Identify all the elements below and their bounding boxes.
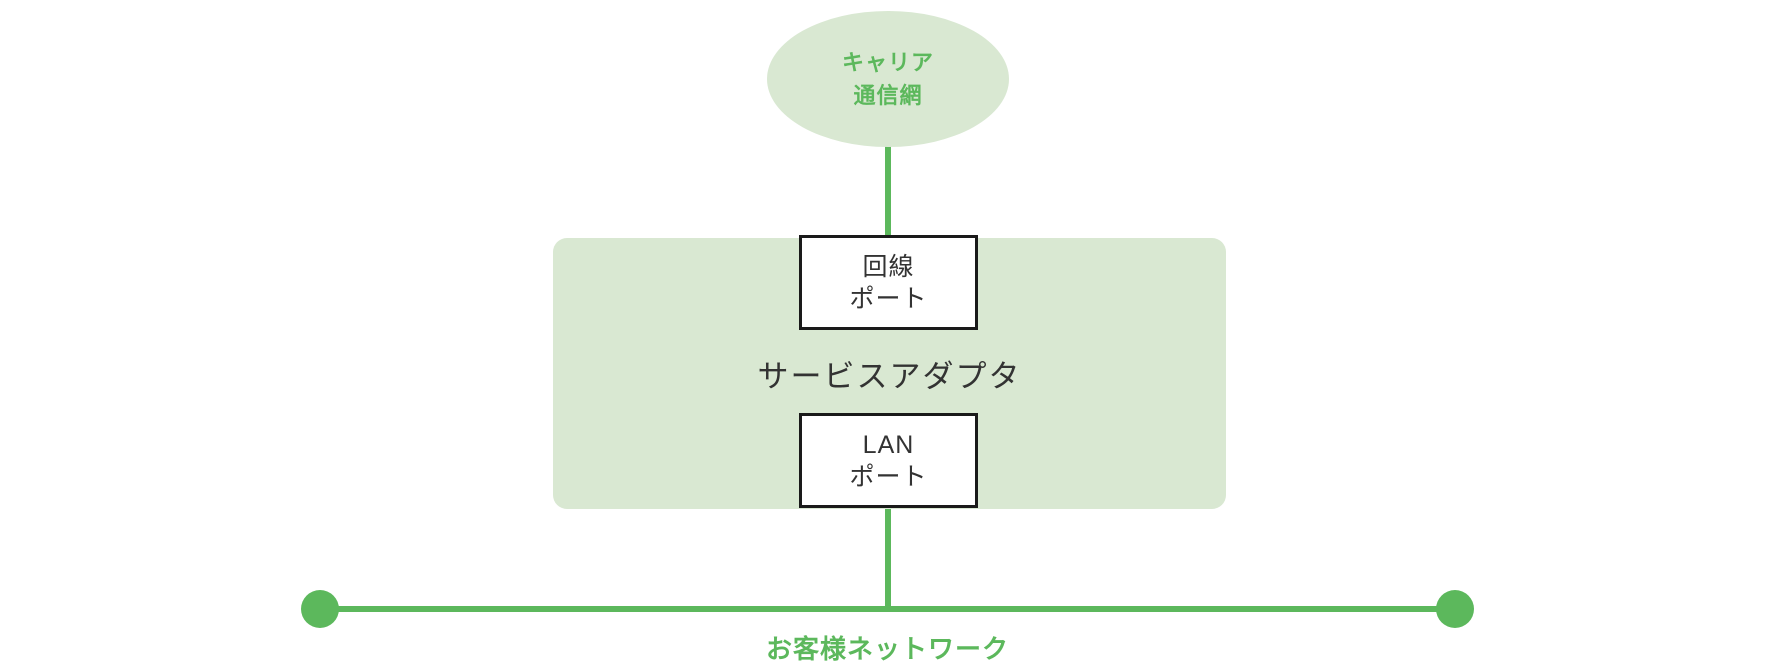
lan-port-label: LAN ポート	[849, 429, 927, 493]
lan-port-label-line1: LAN	[862, 430, 915, 459]
adapter-to-customer-link	[885, 508, 891, 612]
line-port-label-line1: 回線	[862, 252, 915, 281]
lan-port-box: LAN ポート	[799, 413, 978, 508]
customer-network-label: お客様ネットワーク	[765, 634, 1009, 664]
customer-network-line	[320, 606, 1455, 612]
customer-network-endpoint-right	[1436, 590, 1474, 628]
line-port-label: 回線 ポート	[849, 251, 927, 315]
carrier-network-label: キャリア 通信網	[842, 46, 934, 112]
service-adapter-label: サービスアダプタ	[757, 359, 1022, 394]
line-port-box: 回線 ポート	[799, 235, 978, 330]
carrier-network-node: キャリア 通信網	[767, 11, 1009, 147]
carrier-network-label-line2: 通信網	[853, 83, 923, 108]
carrier-to-adapter-link	[885, 140, 891, 235]
customer-network-endpoint-left	[301, 590, 339, 628]
line-port-label-line2: ポート	[849, 284, 928, 313]
lan-port-label-line2: ポート	[849, 462, 928, 491]
carrier-network-label-line1: キャリア	[841, 50, 934, 75]
